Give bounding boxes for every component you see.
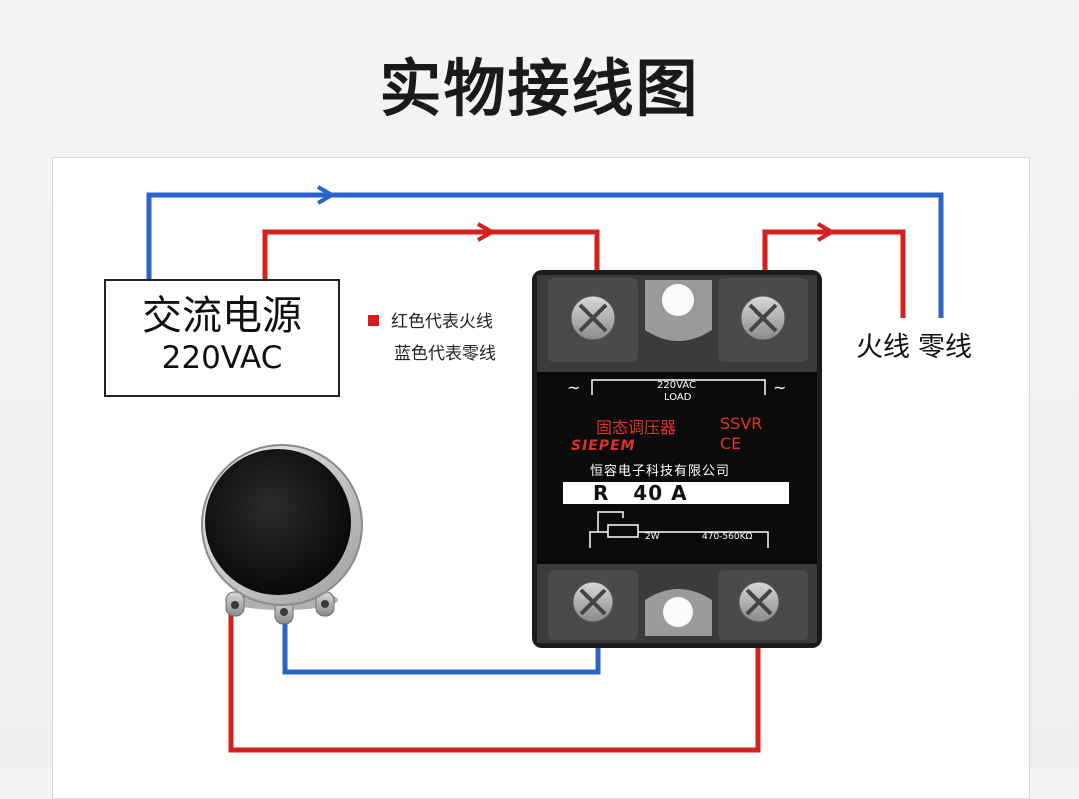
ssr-name-cn: 固态调压器 xyxy=(596,418,677,437)
red-square-icon xyxy=(368,315,379,326)
line-labels: 火线零线 xyxy=(856,325,980,364)
legend-red-text: 红色代表火线 xyxy=(391,312,493,332)
ssr-pot-range: 470-560KΩ xyxy=(702,532,753,542)
power-source-name: 交流电源 xyxy=(142,293,302,339)
live-arrow-icon-2 xyxy=(817,222,837,242)
wire-legend: 红色代表火线 蓝色代表零线 xyxy=(368,306,496,370)
pot-wire-red xyxy=(228,604,761,753)
screw-terminal-bottom-right-icon[interactable] xyxy=(738,581,780,623)
ssr-brand-logo: SIEPEM xyxy=(571,438,636,454)
ssr-top-voltage: 220VAC xyxy=(657,380,696,391)
neutral-wire-top xyxy=(146,192,944,318)
legend-red-row: 红色代表火线 xyxy=(368,306,496,338)
screw-terminal-top-right-icon[interactable] xyxy=(740,295,786,341)
ssr-name-en: SSVR xyxy=(720,414,763,433)
ssr-pot-power: 2W xyxy=(645,532,660,542)
power-source-voltage: 220VAC xyxy=(161,340,283,376)
live-arrow-icon xyxy=(477,222,497,242)
screw-terminal-top-left-icon[interactable] xyxy=(570,295,616,341)
ssr-company: 恒容电子科技有限公司 xyxy=(590,464,731,479)
neutral-line-label: 零线 xyxy=(918,332,972,363)
ssr-tilde-left: ~ xyxy=(567,378,581,397)
legend-blue-text: 蓝色代表零线 xyxy=(394,344,496,364)
ssr-ce-mark: CE xyxy=(720,434,742,453)
live-line-label: 火线 xyxy=(856,332,910,363)
ssr-model: R 40 A xyxy=(563,482,789,504)
page-title: 实物接线图 xyxy=(379,52,700,125)
neutral-arrow-icon xyxy=(317,185,337,205)
power-source-box: 交流电源 220VAC xyxy=(104,279,340,397)
ssr-tilde-right: ~ xyxy=(773,378,787,397)
wiring-diagram xyxy=(146,185,944,753)
ssr-top-load: LOAD xyxy=(664,392,692,403)
potentiometer-icon[interactable] xyxy=(201,444,363,625)
screw-terminal-bottom-left-icon[interactable] xyxy=(572,581,614,623)
